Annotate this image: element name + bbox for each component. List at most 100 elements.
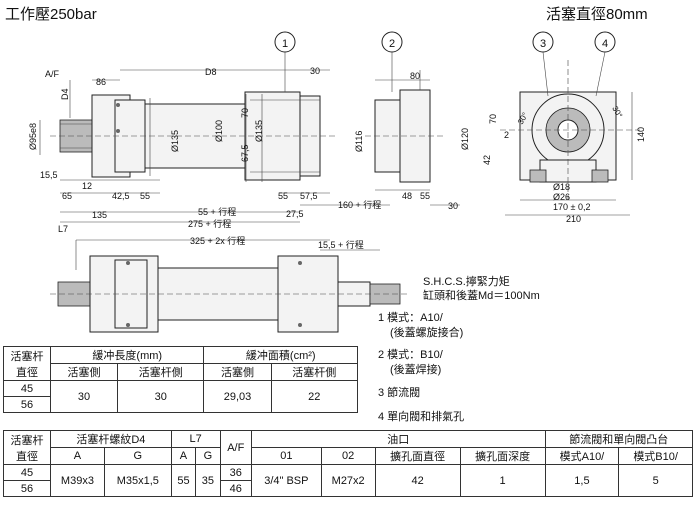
- end-view: [500, 31, 640, 216]
- dim-135len: 135: [92, 210, 107, 220]
- dim-d135a: Ø135: [170, 130, 180, 152]
- th-mode-b: 模式B10/: [618, 447, 693, 465]
- dim-65: 65: [62, 191, 72, 201]
- th-rod-side: 活塞杆側: [117, 363, 205, 381]
- dim-d18: Ø18: [553, 182, 570, 192]
- dim-55c: 55: [420, 191, 430, 201]
- dim-140: 140: [636, 127, 646, 142]
- thread-port-table: 活塞杆直徑 活塞杆螺紋D4 L7 A/F 油口 節流閥和單向閥凸台 A G A …: [3, 430, 694, 497]
- cell-len-rod: 30: [117, 380, 205, 413]
- th-cushion-area: 緩冲面積(cm²): [203, 346, 358, 364]
- cell-port-depth: 1: [459, 464, 546, 497]
- th-port-depth: 擴孔面深度: [459, 447, 546, 465]
- rear-cap: [244, 91, 301, 181]
- cell-port-dia: 42: [374, 464, 461, 497]
- cell-area-piston: 29,03: [203, 380, 272, 413]
- th-af: A/F: [219, 430, 252, 465]
- cell-thread-a: M39x3: [50, 464, 105, 497]
- cell-mode-a: 1,5: [544, 464, 620, 497]
- dim-425: 42,5: [112, 191, 130, 201]
- th-l7-a: A: [170, 447, 197, 465]
- callout-1-label: 1: [282, 38, 288, 50]
- dim-210: 210: [566, 214, 581, 224]
- th-port-01: 01: [250, 447, 322, 465]
- table-row: 56: [3, 396, 358, 413]
- th-piston-side: 活塞側: [49, 363, 119, 381]
- dim-stroke275: 275 + 行程: [188, 218, 231, 229]
- dim-d26: Ø26: [553, 192, 570, 202]
- cell-area-rod: 22: [270, 380, 359, 413]
- dim-30a: 30: [310, 66, 320, 76]
- dim-170: 170 ± 0,2: [553, 202, 590, 212]
- dim-30b: 30: [448, 201, 458, 211]
- cell-l7-a: 55: [170, 464, 197, 497]
- dim-67: 67,5: [240, 144, 250, 162]
- th-rod-dia: 活塞杆直徑: [3, 430, 51, 465]
- cell-rod: 45: [3, 380, 51, 397]
- item-2-label: 2 模式：B10/: [378, 349, 443, 361]
- th-thread-a: A: [50, 447, 105, 465]
- callout-3-label: 3: [540, 38, 546, 50]
- dim-80: 80: [410, 71, 420, 81]
- side-view-mode2: [365, 31, 460, 206]
- th-port-02: 02: [320, 447, 376, 465]
- dim-12: 12: [82, 181, 92, 191]
- th-rod-side-area: 活塞杆側: [270, 363, 359, 381]
- dim-d120: Ø120: [460, 128, 470, 150]
- th-piston-side-area: 活塞側: [203, 363, 272, 381]
- cell-thread-g: M35x1,5: [103, 464, 172, 497]
- dim-stroke55: 55 + 行程: [198, 206, 236, 217]
- dim-86: 86: [96, 77, 106, 87]
- torque-note-line1: S.H.C.S.擰緊力矩: [423, 276, 510, 288]
- dim-af: A/F: [45, 69, 60, 79]
- dim-l7: L7: [58, 224, 68, 234]
- cell-rod: 56: [3, 396, 51, 413]
- callout-4-label: 4: [602, 38, 608, 50]
- item-1-desc: (後蓋螺旋接合): [390, 327, 464, 339]
- dim-55a: 55: [140, 191, 150, 201]
- full-view: [50, 239, 410, 333]
- pressure-title: 工作壓250bar: [5, 6, 97, 23]
- dim-d135b: Ø135: [254, 120, 264, 142]
- cell-af: 46: [219, 480, 252, 497]
- table-row: 45 M39x3 M35x1,5 55 35 36 3/4" BSP M27x2…: [3, 464, 693, 497]
- dim-275a: 27,5: [286, 209, 304, 219]
- dim-575: 57,5: [300, 191, 318, 201]
- th-l7-g: G: [195, 447, 221, 465]
- th-port: 油口: [250, 430, 546, 448]
- cell-mode-b: 5: [618, 464, 693, 497]
- th-rod-thread: 活塞杆螺紋D4: [50, 430, 172, 448]
- dim-70b: 70: [488, 114, 498, 124]
- th-port-dia: 擴孔面直徑: [374, 447, 461, 465]
- cell-len-piston: 30: [49, 380, 119, 413]
- cushion-table: 活塞杆直徑 緩冲長度(mm) 緩冲面積(cm²) 活塞側 活塞杆側 活塞側 活塞…: [3, 346, 359, 413]
- item-1-label: 1 模式：A10/: [378, 312, 443, 324]
- cell-rod: 45: [3, 464, 51, 481]
- dim-d95: Ø95e8: [28, 123, 38, 150]
- th-rod-dia: 活塞杆直徑: [3, 346, 51, 381]
- dim-d100: Ø100: [214, 120, 224, 142]
- table-row: 56 46: [3, 480, 693, 497]
- dim-155: 15,5: [40, 170, 58, 180]
- dim-55b: 55: [278, 191, 288, 201]
- dim-d8: D8: [205, 67, 217, 77]
- bore-title: 活塞直徑80mm: [546, 6, 648, 23]
- side-view-mode1: [39, 31, 390, 223]
- callout-2-label: 2: [389, 38, 395, 50]
- torque-note-line2: 缸頭和後蓋Md＝100Nm: [423, 290, 540, 302]
- dim-stroke155: 15,5 + 行程: [318, 239, 364, 250]
- dim-stroke160: 160 + 行程: [338, 199, 381, 210]
- cell-port-01: 3/4" BSP: [250, 464, 322, 497]
- th-thread-g: G: [103, 447, 172, 465]
- dim-70a: 70: [240, 108, 250, 118]
- cell-rod: 56: [3, 480, 51, 497]
- th-cushion-length: 緩冲長度(mm): [49, 346, 205, 364]
- item-4-label: 4 單向閥和排氣孔: [378, 411, 465, 423]
- table-row: 45 30 30 29,03 22: [3, 380, 359, 413]
- th-l7: L7: [170, 430, 221, 448]
- dim-stroke325: 325 + 2x 行程: [190, 235, 245, 246]
- item-2-desc: (後蓋焊接): [390, 364, 442, 376]
- th-mode-a: 模式A10/: [544, 447, 620, 465]
- dim-2: 2: [504, 130, 509, 140]
